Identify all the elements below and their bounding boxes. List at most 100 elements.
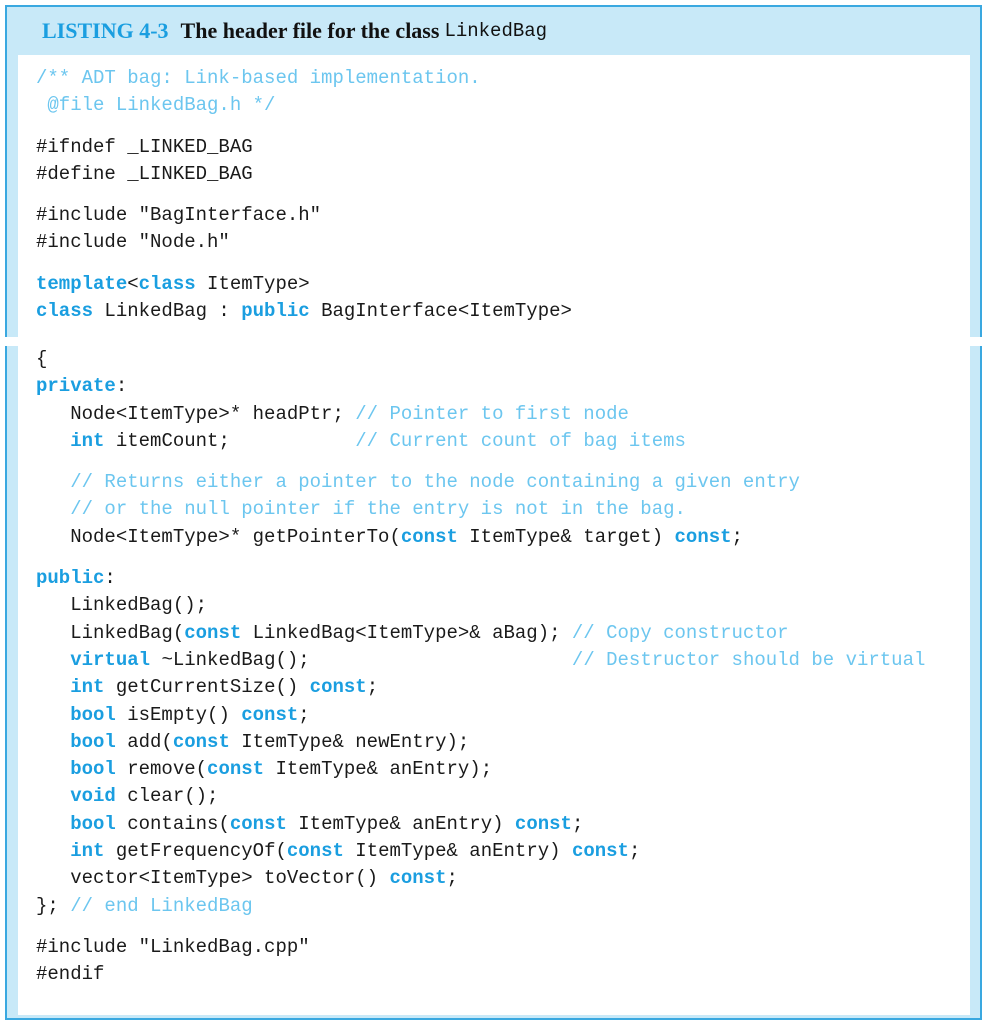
- code-keyword: const: [184, 621, 242, 644]
- code-text: isEmpty(): [115, 703, 242, 726]
- code-keyword: const: [172, 730, 230, 753]
- code-keyword: int: [70, 840, 105, 863]
- code-text: contains(: [115, 812, 230, 835]
- code-comment: // Returns either a pointer to the node …: [70, 471, 800, 494]
- code-text: #define _LINKED_BAG: [36, 162, 253, 185]
- code-keyword: class: [138, 272, 196, 295]
- code-line: public:: [36, 565, 970, 592]
- code-text: ~LinkedBag();: [150, 648, 572, 671]
- code-line: void clear();: [36, 783, 970, 810]
- code-line: #include "LinkedBag.cpp": [36, 934, 970, 961]
- listing-class-name: LinkedBag: [444, 20, 548, 42]
- code-text: [36, 840, 70, 862]
- code-line: @file LinkedBag.h */: [36, 92, 970, 119]
- code-text: [36, 430, 70, 452]
- code-comment: // Copy constructor: [571, 621, 789, 644]
- code-group: // Returns either a pointer to the node …: [36, 469, 970, 551]
- listing-title: The header file for the class: [180, 18, 440, 43]
- code-text: remove(: [115, 758, 208, 781]
- code-line: // or the null pointer if the entry is n…: [36, 496, 970, 523]
- code-line: /** ADT bag: Link-based implementation.: [36, 65, 970, 92]
- listing-frame-top: LISTING 4-3 The header file for the clas…: [5, 5, 982, 337]
- code-group: /** ADT bag: Link-based implementation. …: [36, 65, 970, 120]
- code-keyword: const: [207, 758, 265, 781]
- listing-frame-bottom: { private: Node<ItemType>* headPtr; // Po…: [5, 346, 982, 1020]
- code-text: [36, 813, 70, 835]
- code-text: ItemType>: [195, 272, 310, 295]
- code-keyword: const: [309, 676, 367, 699]
- code-keyword: bool: [70, 758, 116, 781]
- code-text: [36, 498, 70, 520]
- code-text: ;: [446, 867, 458, 890]
- listing-number: LISTING 4-3: [42, 18, 169, 43]
- code-line: bool contains(const ItemType& anEntry) c…: [36, 811, 970, 838]
- code-text: ItemType& newEntry);: [229, 730, 470, 753]
- code-line: class LinkedBag : public BagInterface<It…: [36, 298, 970, 325]
- code-text: add(: [115, 730, 173, 753]
- code-text: [36, 704, 70, 726]
- code-keyword: public: [36, 567, 105, 590]
- code-text: #include "BagInterface.h": [36, 204, 322, 227]
- code-text: ;: [298, 703, 310, 726]
- code-keyword: const: [514, 812, 572, 835]
- code-comment: // end LinkedBag: [70, 894, 253, 917]
- code-text: [36, 676, 70, 698]
- code-text: #include "Node.h": [36, 231, 230, 254]
- code-text: {: [36, 348, 48, 370]
- code-line: virtual ~LinkedBag(); // Destructor shou…: [36, 647, 970, 674]
- code-text: LinkedBag :: [93, 300, 242, 323]
- code-group: #include "LinkedBag.cpp"#endif: [36, 934, 970, 989]
- code-text: ItemType& anEntry);: [264, 758, 493, 781]
- code-line: vector<ItemType> toVector() const;: [36, 865, 970, 892]
- code-line: bool isEmpty() const;: [36, 702, 970, 729]
- code-keyword: public: [241, 300, 310, 323]
- code-line: private:: [36, 373, 970, 400]
- code-text: getCurrentSize(): [104, 676, 310, 699]
- code-text: clear();: [115, 785, 219, 808]
- code-text: #ifndef _LINKED_BAG: [36, 135, 253, 158]
- code-text: };: [36, 894, 71, 917]
- code-keyword: int: [70, 429, 105, 452]
- code-text: LinkedBag<ItemType>& aBag);: [241, 621, 572, 644]
- code-text: Node<ItemType>* getPointerTo(: [36, 525, 401, 548]
- code-line: #include "Node.h": [36, 229, 970, 256]
- code-text: LinkedBag(: [36, 621, 185, 644]
- code-line: // Returns either a pointer to the node …: [36, 469, 970, 496]
- code-keyword: template: [36, 272, 128, 295]
- code-line: {: [36, 346, 970, 373]
- code-keyword: const: [674, 525, 732, 548]
- code-line: Node<ItemType>* getPointerTo(const ItemT…: [36, 524, 970, 551]
- code-text: BagInterface<ItemType>: [309, 300, 572, 323]
- code-comment: // Pointer to first node: [355, 402, 629, 425]
- code-text: getFrequencyOf(: [104, 840, 287, 863]
- code-text: Node<ItemType>* headPtr;: [36, 402, 356, 425]
- code-comment: /** ADT bag: Link-based implementation.: [36, 67, 481, 89]
- code-comment: // Current count of bag items: [355, 429, 686, 452]
- code-text: [36, 731, 70, 753]
- code-keyword: bool: [70, 812, 116, 835]
- code-group: { private: Node<ItemType>* headPtr; // Po…: [36, 346, 970, 455]
- code-keyword: int: [70, 676, 105, 699]
- code-line: #ifndef _LINKED_BAG: [36, 134, 970, 161]
- code-keyword: const: [400, 525, 458, 548]
- code-text: ItemType& anEntry): [343, 840, 572, 863]
- code-comment: // Destructor should be virtual: [571, 648, 926, 671]
- code-line: bool add(const ItemType& newEntry);: [36, 729, 970, 756]
- code-keyword: bool: [70, 703, 116, 726]
- code-text: ItemType& target): [457, 525, 675, 548]
- code-group: template<class ItemType>class LinkedBag …: [36, 271, 970, 326]
- code-text: [36, 785, 70, 807]
- code-group: public: LinkedBag(); LinkedBag(const Lin…: [36, 565, 970, 920]
- code-text: #include "LinkedBag.cpp": [36, 935, 310, 958]
- code-keyword: const: [241, 703, 299, 726]
- code-text: [36, 758, 70, 780]
- code-line: Node<ItemType>* headPtr; // Pointer to f…: [36, 401, 970, 428]
- code-text: LinkedBag();: [36, 594, 208, 617]
- code-keyword: const: [229, 812, 287, 835]
- code-text: <: [127, 272, 139, 295]
- code-text: ItemType& anEntry): [286, 812, 515, 835]
- code-keyword: class: [36, 300, 94, 323]
- code-keyword: const: [571, 840, 629, 863]
- code-text: vector<ItemType> toVector(): [36, 867, 390, 890]
- code-line: int getCurrentSize() const;: [36, 674, 970, 701]
